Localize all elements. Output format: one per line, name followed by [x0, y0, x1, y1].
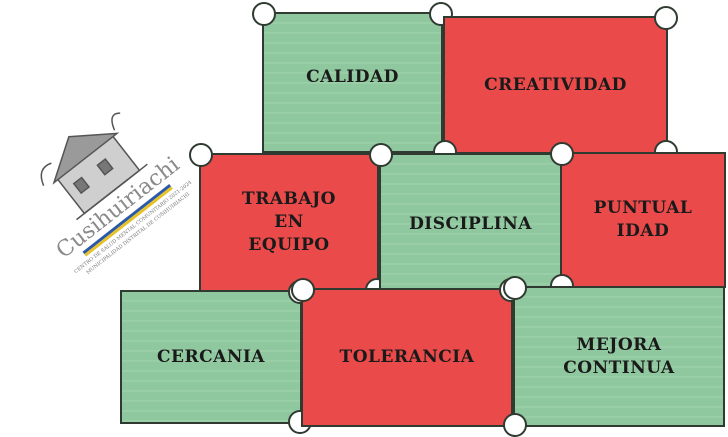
value-tile-trabajo-en-equipo: TRABAJO EN EQUIPO — [189, 143, 389, 302]
value-tile-creatividad: CREATIVIDAD — [433, 6, 678, 164]
value-label: CREATIVIDAD — [484, 74, 627, 95]
cusihuiriachi-logo: Cusihuiriachi CENTRO DE SALUD MENTAL COM… — [19, 112, 193, 276]
value-tile-puntualidad: PUNTUAL IDAD — [550, 142, 726, 298]
value-label: CERCANIA — [156, 346, 266, 367]
value-label: TRABAJO EN EQUIPO — [242, 189, 336, 255]
puzzle-notch — [503, 276, 527, 300]
puzzle-notch — [654, 6, 678, 30]
value-tile-disciplina: DISCIPLINA — [369, 143, 572, 305]
puzzle-notch — [550, 142, 574, 166]
puzzle-notch — [291, 278, 315, 302]
puzzle-notch — [369, 143, 393, 167]
value-tile-tolerancia: TOLERANCIA — [291, 278, 523, 427]
value-tile-calidad: CALIDAD — [252, 2, 453, 153]
value-label: CALIDAD — [306, 67, 399, 87]
value-label: PUNTUAL IDAD — [593, 198, 693, 241]
puzzle-notch — [189, 143, 213, 167]
puzzle-notch — [252, 2, 276, 26]
value-label: MEJORA CONTINUA — [563, 334, 675, 378]
value-label: DISCIPLINA — [409, 213, 532, 234]
value-label: TOLERANCIA — [339, 347, 475, 367]
building-icon — [40, 112, 148, 221]
value-tile-mejora-continua: MEJORA CONTINUA — [503, 276, 725, 437]
value-tile-cercania: CERCANIA — [120, 280, 312, 434]
puzzle-notch — [503, 413, 527, 437]
